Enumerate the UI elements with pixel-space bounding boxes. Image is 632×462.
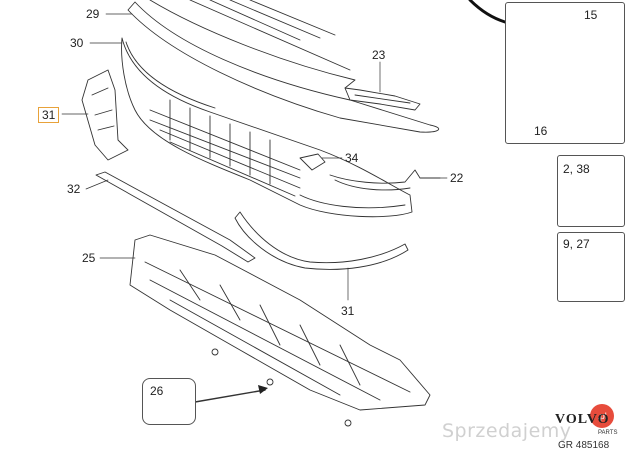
callout-34: 34	[345, 151, 359, 165]
callout-32: 32	[67, 182, 81, 196]
bracket-34	[299, 153, 326, 171]
inset-fog-light	[505, 2, 625, 144]
upper-bumper-cover	[127, 0, 440, 133]
chrome-trim	[234, 211, 409, 270]
reference-code: GR 485168	[558, 440, 610, 451]
callout-25: 25	[82, 251, 96, 265]
watermark-text: Sprzedajemy	[442, 420, 572, 442]
inset-label-16: 16	[534, 124, 548, 138]
inset-clip-nut	[557, 155, 625, 227]
callout-29: 29	[86, 7, 100, 21]
fastener-clips	[211, 348, 352, 427]
lower-bumper-grille	[121, 37, 413, 218]
wiring-22	[329, 169, 441, 191]
callout-31-highlighted: 31	[38, 107, 60, 123]
watermark-badge: .pl	[590, 404, 614, 428]
inset-label-9-27: 9, 27	[563, 237, 590, 251]
cable	[468, 0, 507, 24]
side-bracket-left	[81, 69, 129, 161]
callout-31: 31	[341, 304, 355, 318]
trim-strip	[95, 171, 256, 263]
skid-plate	[129, 234, 431, 411]
inset-push-clip	[142, 378, 196, 425]
callout-30: 30	[70, 36, 84, 50]
watermark-badge-text: .pl	[597, 411, 607, 421]
inset-screw	[557, 232, 625, 302]
leader-lines	[61, 13, 448, 403]
callout-22: 22	[450, 171, 464, 185]
volvo-logo: VOLVO	[555, 412, 610, 427]
volvo-parts-sub: PARTS	[598, 430, 618, 436]
inset-label-2-38: 2, 38	[563, 162, 590, 176]
bracket-23	[344, 87, 421, 111]
inset-label-15: 15	[584, 8, 598, 22]
callout-23: 23	[372, 48, 386, 62]
inset-label-26: 26	[150, 384, 164, 398]
